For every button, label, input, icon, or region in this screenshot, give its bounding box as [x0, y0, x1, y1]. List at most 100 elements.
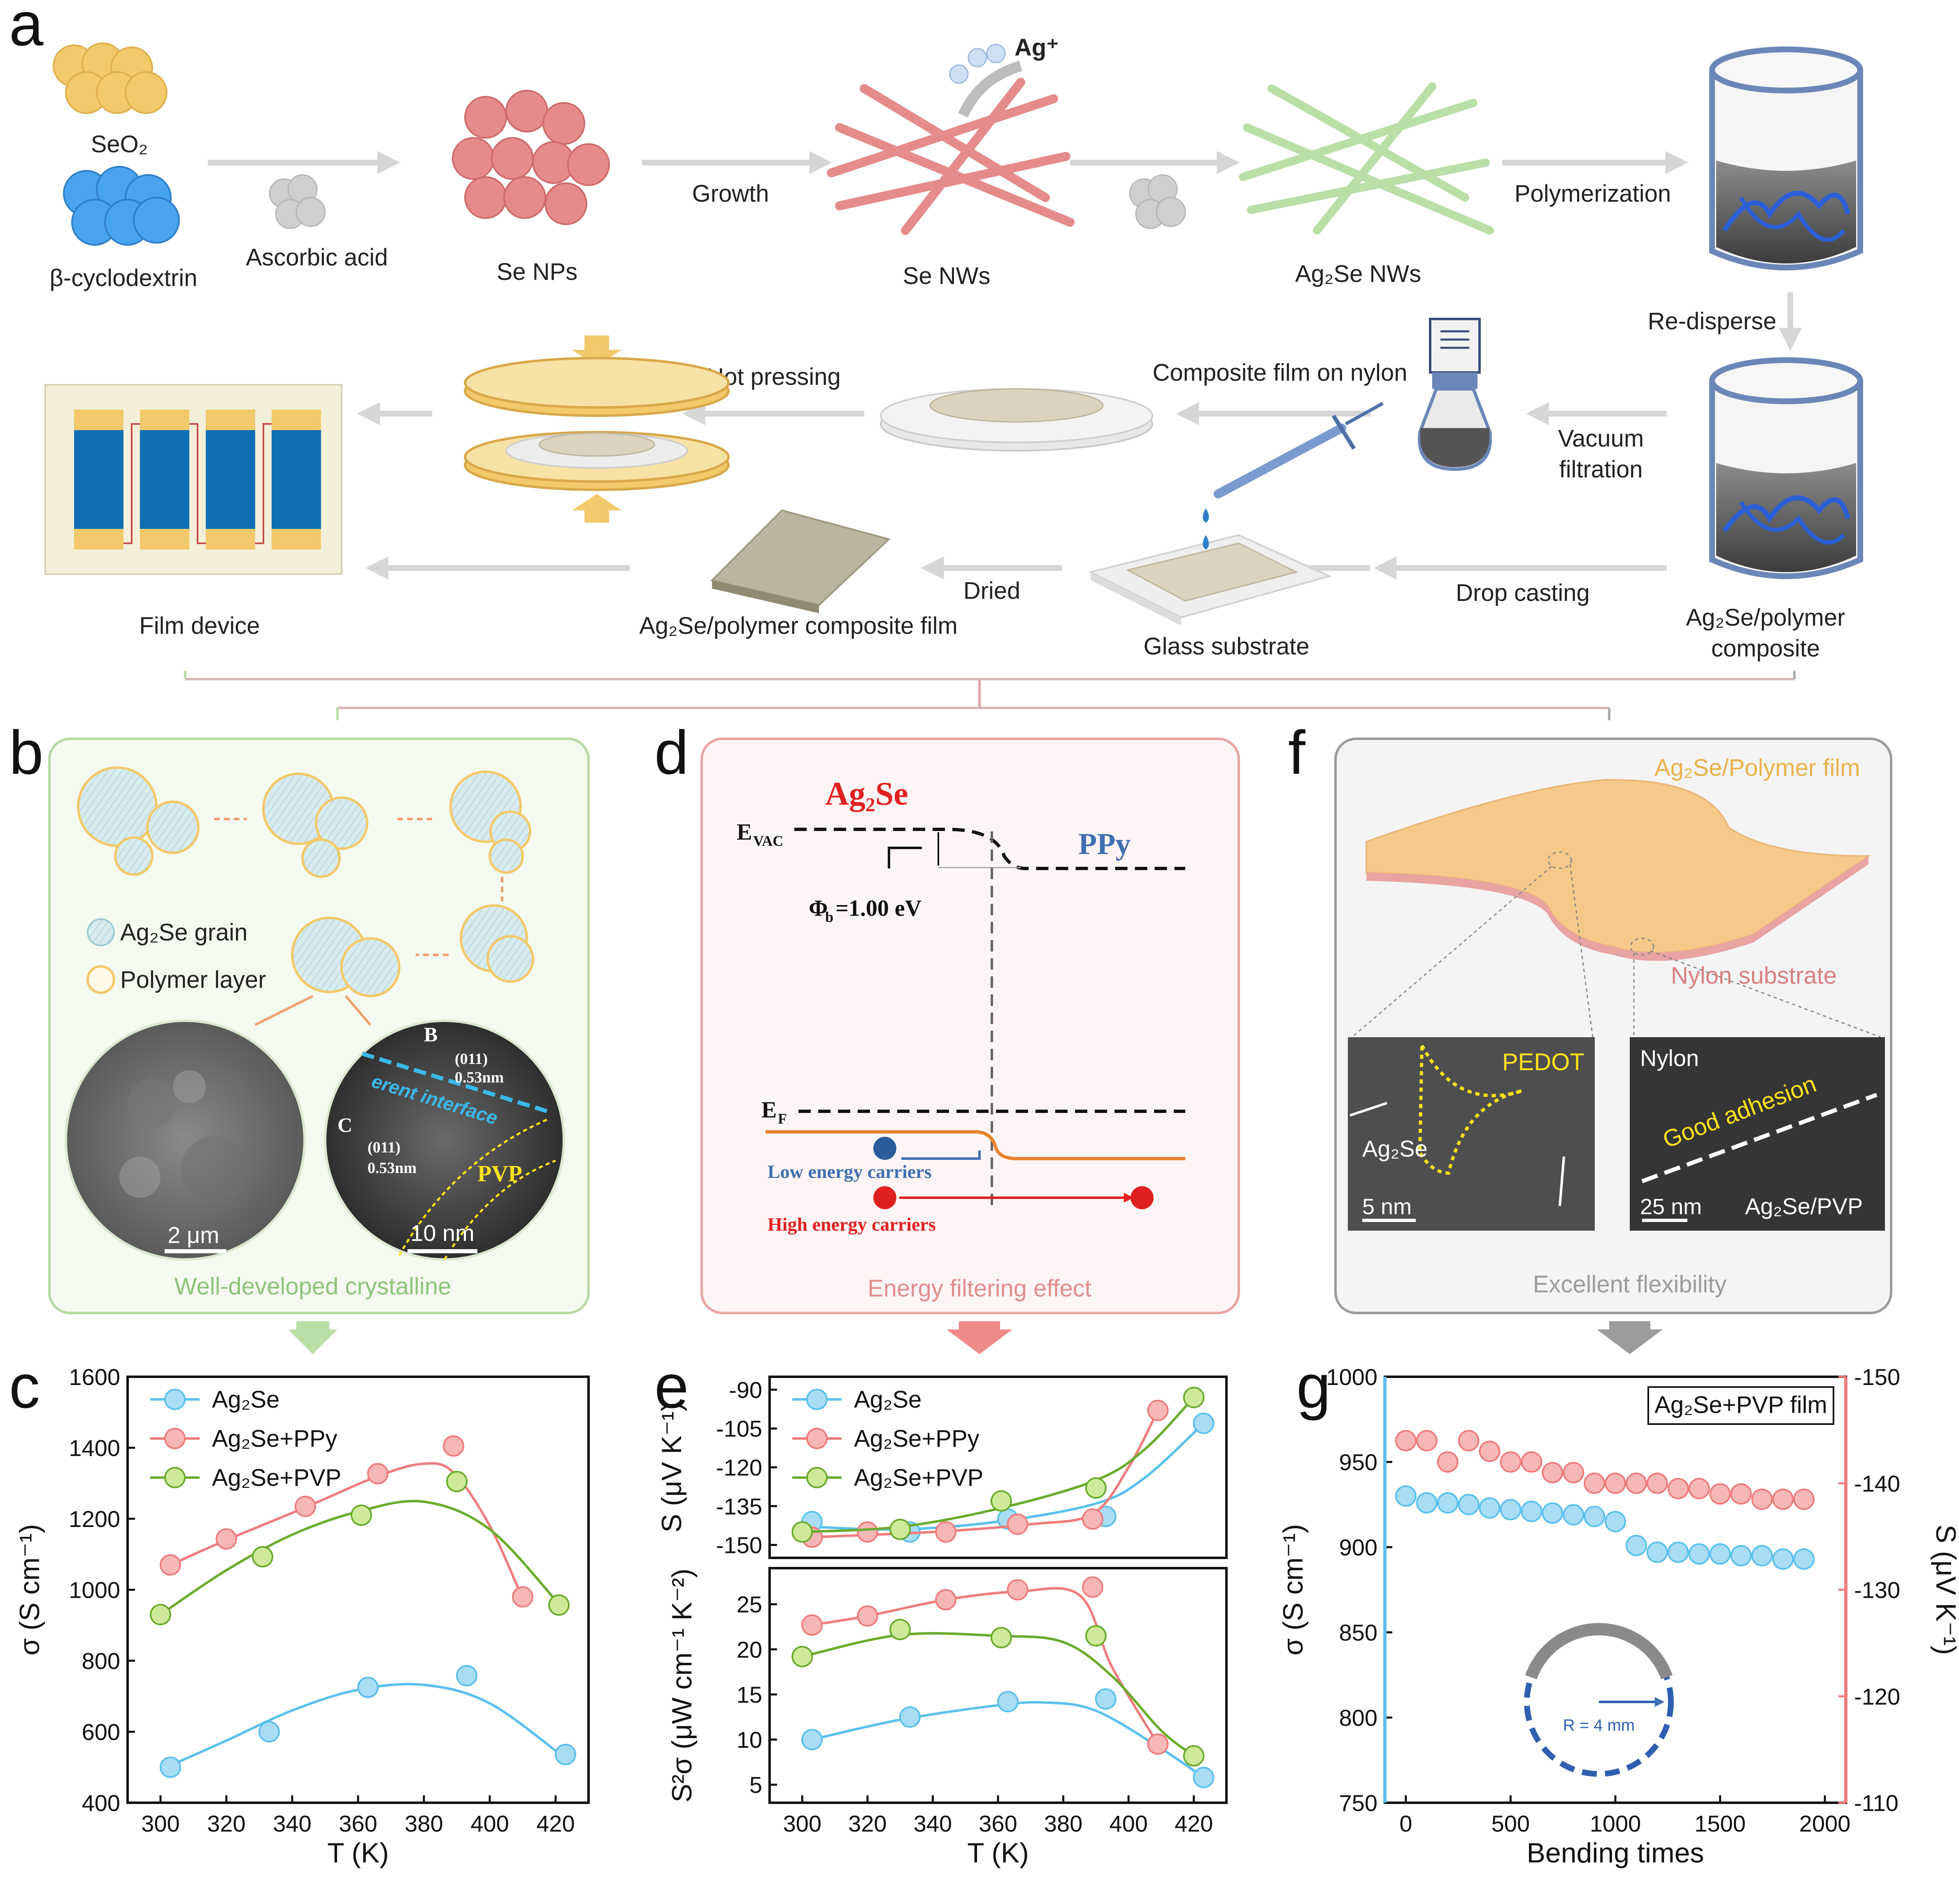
down-arrow-b	[288, 1321, 337, 1354]
legend-marker	[806, 1467, 828, 1488]
series-line	[812, 1422, 1205, 1531]
filtration-flask-icon	[1418, 318, 1492, 471]
y-tick-label: 5	[749, 1772, 762, 1798]
panel-letter-b: b	[9, 718, 43, 787]
legend-label: Ag₂Se+PPy	[212, 1425, 337, 1452]
phi-sub-label: b	[825, 909, 833, 925]
data-point	[443, 1435, 464, 1457]
film-device-icon	[44, 384, 342, 575]
legend-label: Ag₂Se+PPy	[854, 1425, 980, 1452]
bent-film-icon	[1525, 1623, 1673, 1680]
polymer-legend-label: Polymer layer	[120, 966, 266, 993]
data-point	[1085, 1625, 1107, 1647]
dried-label: Dried	[963, 577, 1021, 604]
data-point	[856, 1605, 878, 1627]
y-tick-label: 900	[1339, 1534, 1377, 1560]
y-tick-label: 750	[1339, 1790, 1377, 1816]
hrtem-b-label: B	[424, 1023, 437, 1046]
ascorbic-acid-icon	[269, 174, 326, 229]
data-point	[1085, 1477, 1107, 1499]
series-line	[802, 1397, 1195, 1534]
evac-sub-label: VAC	[753, 833, 783, 849]
y-tick-label: 25	[737, 1592, 762, 1618]
y-axis-label: σ (S cm⁻¹)	[1277, 1524, 1309, 1656]
composite-label-1: Ag₂Se/polymer	[1686, 604, 1845, 631]
panel-letter-a: a	[9, 0, 44, 58]
x-tick-label: 500	[1491, 1811, 1530, 1836]
phi-label: Φ	[809, 896, 828, 921]
nylon-label: Nylon	[1640, 1045, 1699, 1071]
data-point	[367, 1463, 389, 1485]
zoom-lines	[1352, 851, 1881, 1038]
drop-casting-label: Drop casting	[1456, 580, 1590, 606]
legend-label: Ag₂Se+PVP	[212, 1464, 341, 1491]
reflected-arrow	[901, 1150, 981, 1160]
data-point	[997, 1691, 1019, 1713]
panel-letter-g: g	[1296, 1352, 1331, 1421]
data-point	[899, 1706, 921, 1728]
data-point	[1751, 1545, 1773, 1566]
y-tick-label: 950	[1339, 1449, 1377, 1475]
panel-b: b Ag₂Se grain Polymer layer 2 μm	[9, 718, 590, 1354]
x-tick-label: 340	[914, 1811, 952, 1836]
ag2se-nws-label: Ag₂Se NWs	[1295, 261, 1421, 287]
data-point	[150, 1604, 171, 1625]
composite-film-label: Ag₂Se/polymer composite film	[639, 612, 958, 639]
data-point	[1082, 1576, 1103, 1598]
hot-pressing-label: Hot pressing	[707, 363, 841, 390]
y-right-axis-label: S (μV K⁻¹)	[1930, 1525, 1959, 1655]
panel-letter-e: e	[654, 1352, 689, 1421]
data-point	[1563, 1504, 1584, 1526]
y-tick-label: -105	[716, 1416, 762, 1442]
ef-sub-label: F	[778, 1110, 787, 1127]
data-point	[1193, 1413, 1214, 1434]
down-arrow-f	[1597, 1321, 1663, 1354]
y-tick-label: 800	[82, 1648, 120, 1674]
radius-label: R = 4 mm	[1563, 1716, 1635, 1734]
data-point	[160, 1554, 181, 1576]
hrtem-adhesion-image: Nylon Good adhesion 25 nm Ag₂Se/PVP	[1630, 1037, 1885, 1231]
polymerization-label: Polymerization	[1515, 180, 1671, 207]
grain-legend-label: Ag₂Se grain	[120, 919, 247, 946]
grain-growth-diagram	[77, 766, 534, 997]
legend-marker	[164, 1389, 186, 1410]
y-tick-label: -120	[716, 1455, 762, 1480]
panel-b-caption: Well-developed crystalline	[174, 1273, 451, 1300]
y-tick-label: 850	[1339, 1620, 1377, 1646]
legend-marker	[164, 1467, 186, 1488]
scale-25nm-label: 25 nm	[1640, 1194, 1702, 1219]
data-point	[1416, 1492, 1438, 1514]
process-arrows	[214, 818, 503, 956]
x-axis-label: Bending times	[1527, 1837, 1704, 1869]
composite-label-2: composite	[1711, 635, 1820, 662]
y-tick-label: 800	[1339, 1705, 1377, 1731]
phi-value-label: =1.00 eV	[835, 896, 921, 921]
pedot-label: PEDOT	[1502, 1049, 1584, 1075]
data-point	[1007, 1513, 1028, 1535]
y-axis-label: S (μV K⁻¹)	[656, 1402, 687, 1533]
data-point	[1793, 1548, 1815, 1570]
data-point	[1772, 1548, 1794, 1570]
y-tick-label: 1400	[69, 1435, 120, 1461]
seo2-label: SeO₂	[91, 131, 148, 158]
data-point	[1183, 1745, 1205, 1767]
data-point	[1183, 1387, 1205, 1408]
x-tick-label: 2000	[1799, 1811, 1851, 1836]
data-point	[1416, 1430, 1438, 1452]
vacuum-label-1: Vacuum	[1558, 425, 1644, 452]
data-point	[1479, 1497, 1501, 1519]
y-right-tick-label: -130	[1854, 1577, 1900, 1603]
film-label: Ag₂Se/Polymer film	[1654, 754, 1860, 781]
se-nws-icon	[827, 78, 1075, 235]
hrtem-ag2se-pvp-label: Ag₂Se/PVP	[1745, 1193, 1863, 1219]
data-point	[1521, 1451, 1543, 1473]
legend-label: Ag₂Se	[212, 1386, 279, 1413]
data-point	[1605, 1511, 1626, 1532]
arrow-to-hrtem	[344, 995, 372, 1026]
data-point	[252, 1546, 273, 1568]
data-point	[1688, 1543, 1710, 1565]
high-energy-carrier-icon-2	[1131, 1186, 1154, 1209]
x-tick-label: 1000	[1590, 1811, 1641, 1836]
evac-label: E	[737, 819, 752, 845]
